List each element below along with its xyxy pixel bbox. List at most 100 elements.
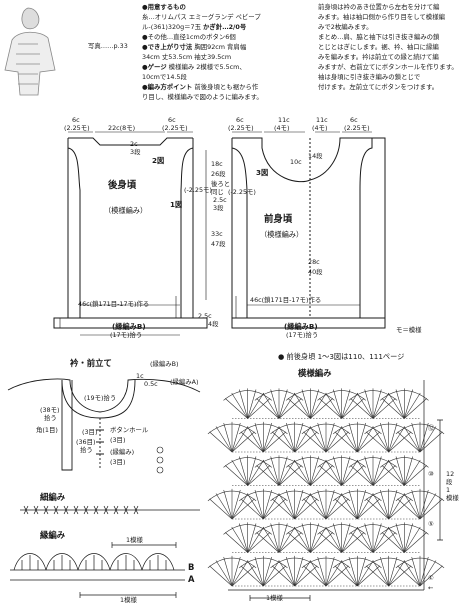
chart-stitch [294, 459, 311, 486]
chart-stitch [310, 398, 333, 419]
chart-stitch [372, 389, 382, 419]
front-shoulder-left-sub: (2.25モ) [228, 124, 254, 132]
chart-stitch [388, 565, 412, 587]
chart-stitch [231, 498, 255, 520]
chart-stitch [263, 426, 280, 453]
hook-text: かぎ針…2/0号 [203, 23, 247, 31]
chart-stitch [325, 426, 343, 453]
chart-row-12: ⑫ [428, 424, 435, 432]
chart-stitch [278, 465, 302, 486]
chart-stitch [403, 560, 421, 587]
points-heading: ●編み方ポイント [142, 83, 193, 91]
front-pickup: (17モ)拾う [286, 331, 319, 339]
collar-c1: 1c [136, 372, 144, 380]
chart-stitch [247, 459, 264, 486]
chart-stitch [263, 556, 272, 587]
chart-stitch [240, 498, 264, 520]
collar-pick-3: (3目) [82, 428, 98, 436]
front-side-length-2: 28c [308, 258, 320, 266]
chart-chain-arc [270, 557, 319, 569]
chart-chain-arc [207, 423, 257, 435]
chart-stitch [294, 493, 311, 520]
chart-stitch [263, 489, 272, 520]
chart-stitch [372, 398, 396, 419]
chart-chain-arc [286, 524, 335, 535]
chart-stitch [357, 426, 374, 453]
chart-chain-arc [239, 557, 288, 569]
chart-stitch [372, 426, 389, 453]
chart-stitch [317, 556, 327, 587]
chart-stitch [397, 431, 421, 453]
chart-stitch [341, 426, 358, 453]
chart-stitch [388, 431, 412, 453]
chart-stitch [294, 426, 311, 453]
chart-stitch [341, 465, 365, 486]
chart-stitch [372, 493, 389, 520]
collar-c05: 0.5c [144, 380, 158, 388]
chart-stitch [231, 565, 255, 587]
chart-chain-arc [207, 557, 257, 569]
chart-stitch [388, 489, 398, 520]
chart-stitch [270, 456, 280, 486]
chart-stitch [247, 465, 271, 486]
chart-stitch [231, 426, 249, 453]
chart-stitch [381, 465, 405, 486]
fuchi-rep-2: 1模様 [120, 596, 137, 604]
chart-chain-arc [223, 524, 272, 535]
chart-stitch [262, 459, 280, 486]
chart-stitch [388, 426, 405, 453]
chart-stitch [364, 523, 374, 553]
chart-stitch [294, 431, 318, 453]
chart-stitch [333, 389, 342, 419]
chart-stitch [286, 556, 295, 587]
chart-stitch [209, 431, 233, 453]
chart-stitch [411, 422, 421, 453]
chart-stitch [223, 422, 233, 453]
chart-rep-label-2: 1 [446, 486, 451, 494]
points-line-1-text: 前後身頃とも裾から作 [194, 83, 259, 91]
chart-stitch [254, 422, 264, 453]
chart-stitch [325, 498, 349, 520]
chart-stitch [366, 498, 389, 520]
chart-stitch [247, 398, 271, 419]
back-shoulder-right: 6c [168, 116, 176, 124]
chart-stitch [231, 431, 255, 453]
chart-chain-arc [270, 423, 319, 435]
chart-stitch [247, 532, 271, 553]
chart-stitch [310, 532, 333, 553]
buttons [156, 446, 164, 474]
chart-stitch [404, 523, 413, 553]
chart-stitch [317, 422, 327, 453]
collar-edge-a: (縁編みA) [170, 378, 199, 386]
collar-bh-3: (3目) [110, 436, 126, 444]
chart-stitch [325, 565, 349, 587]
chart-stitch [357, 489, 366, 520]
chart-chain-arc [317, 524, 366, 535]
size-line-1: ●でき上がり寸法 胸囲92cm 背肩幅 [142, 43, 246, 51]
chart-stitch [225, 465, 248, 486]
size-heading: ●でき上がり寸法 [142, 43, 193, 51]
back-shoulder-right-sub: (2.25モ) [162, 124, 188, 132]
chart-stitch [262, 526, 280, 553]
chart-stitch [388, 493, 405, 520]
chart-stitch [341, 532, 365, 553]
materials-heading: ●用意するもの [142, 3, 186, 11]
chart-stitch [215, 560, 233, 587]
back-shoulder-left: 6c [72, 116, 80, 124]
back-neck-width: 22c(8モ) [108, 124, 136, 132]
collar-buttonhole: ボタンホール [110, 426, 149, 434]
chart-stitch [223, 556, 233, 587]
chart-chain-arc [380, 457, 429, 468]
chart-stitch [247, 389, 257, 419]
chart-stitch [372, 526, 390, 553]
chart-stitch [247, 560, 264, 587]
chart-stitch [372, 523, 382, 553]
chart-stitch [333, 523, 342, 553]
front-side-rows-2: 40段 [308, 268, 323, 276]
front-pattern: （模様編み） [260, 230, 304, 239]
chart-stitch [247, 456, 257, 486]
chart-stitch [356, 459, 374, 486]
chart-stitch [225, 532, 248, 553]
chart-stitch [411, 556, 421, 587]
chart-stitch [263, 498, 286, 520]
